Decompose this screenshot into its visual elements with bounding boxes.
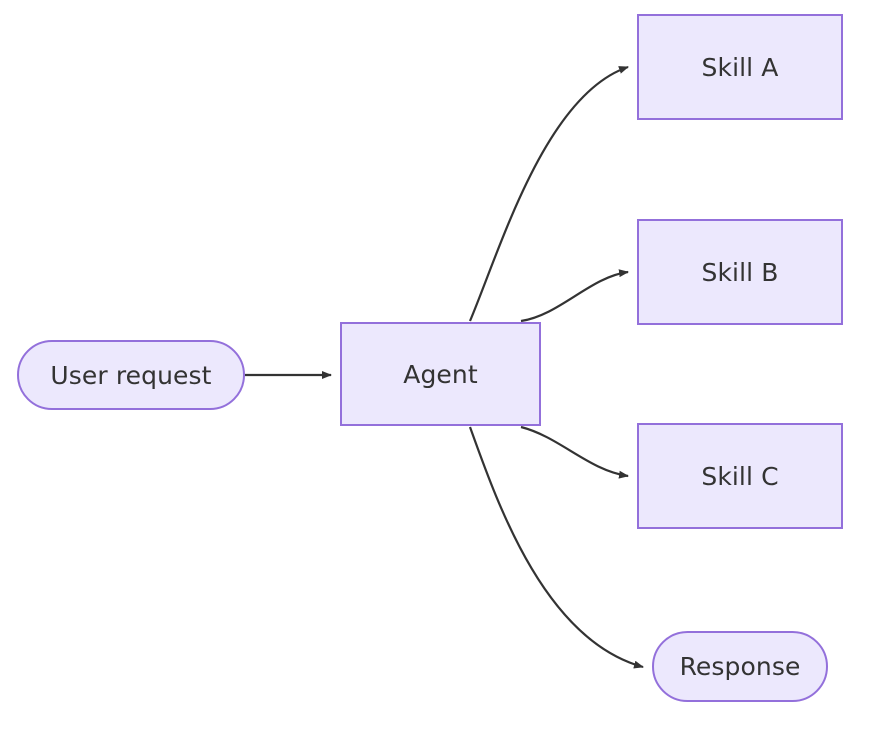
edge-agent-to-skill-a: [468, 65, 629, 322]
node-user-request[interactable]: User request: [17, 340, 245, 410]
node-skill-c[interactable]: Skill C: [637, 423, 843, 529]
node-skill-b-label: Skill B: [701, 257, 779, 287]
edge-agent-to-response: [468, 426, 644, 669]
node-skill-b[interactable]: Skill B: [637, 219, 843, 325]
node-skill-a[interactable]: Skill A: [637, 14, 843, 120]
edge-agent-to-skill-b: [520, 269, 629, 323]
node-response[interactable]: Response: [652, 631, 828, 702]
node-response-label: Response: [679, 652, 801, 681]
node-user-request-label: User request: [50, 360, 212, 390]
node-skill-a-label: Skill A: [701, 52, 779, 82]
node-agent[interactable]: Agent: [340, 322, 541, 426]
node-skill-c-label: Skill C: [701, 461, 779, 491]
edge-agent-to-skill-c: [520, 425, 629, 479]
node-agent-label: Agent: [403, 359, 478, 389]
